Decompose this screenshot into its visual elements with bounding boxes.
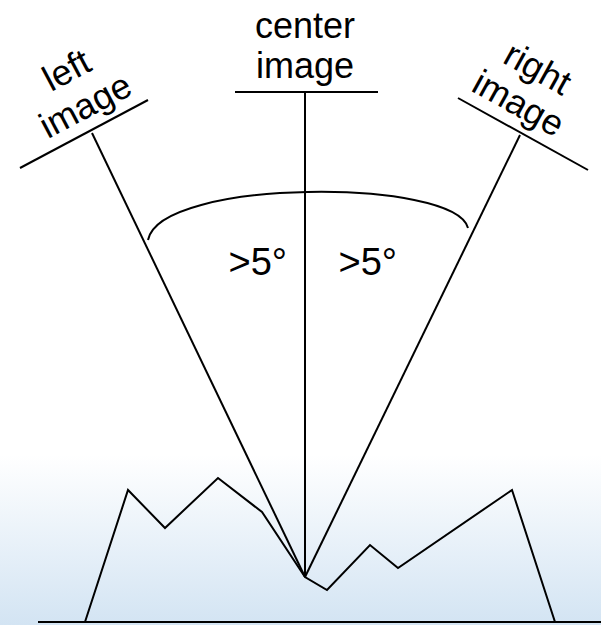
surface-profile	[85, 478, 555, 622]
image-label: right image	[466, 27, 591, 145]
angle-arc	[148, 192, 468, 240]
base-line	[38, 621, 601, 623]
angle-label: >5°	[339, 241, 398, 283]
center-view-ray	[304, 92, 306, 577]
angle-label: >5°	[229, 241, 288, 283]
image-label: center image	[255, 6, 355, 86]
left-view-ray	[92, 133, 305, 577]
right-view-ray	[305, 135, 520, 577]
center-image-plane	[235, 91, 378, 93]
image-label: left image	[14, 30, 138, 147]
ground-gradient	[0, 455, 601, 625]
